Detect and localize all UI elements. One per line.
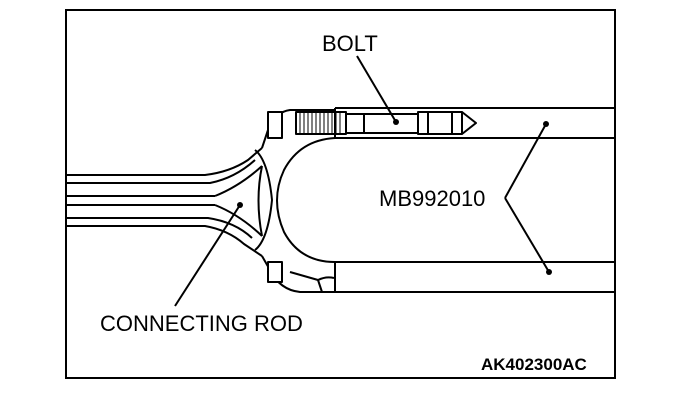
rod-shaft [66, 147, 263, 257]
bolt-leader [356, 55, 397, 123]
bolt-label: BOLT [322, 31, 378, 56]
tool-bottom-dot [546, 269, 552, 275]
tool-leader-top [504, 123, 547, 199]
rod-dot [237, 202, 243, 208]
figure-frame [65, 9, 616, 379]
connecting-rod-label: CONNECTING ROD [100, 311, 303, 336]
figure-code: AK402300AC [481, 355, 587, 374]
leader-lines [174, 55, 550, 307]
rod-big-end [254, 109, 336, 293]
bolt-leader-dot [393, 119, 399, 125]
tool-label: MB992010 [379, 186, 486, 211]
tool-top-dot [543, 121, 549, 127]
rod-leader [174, 204, 241, 307]
tool-leader-bottom [504, 197, 550, 273]
bolt [295, 111, 477, 135]
special-tool [334, 107, 616, 293]
